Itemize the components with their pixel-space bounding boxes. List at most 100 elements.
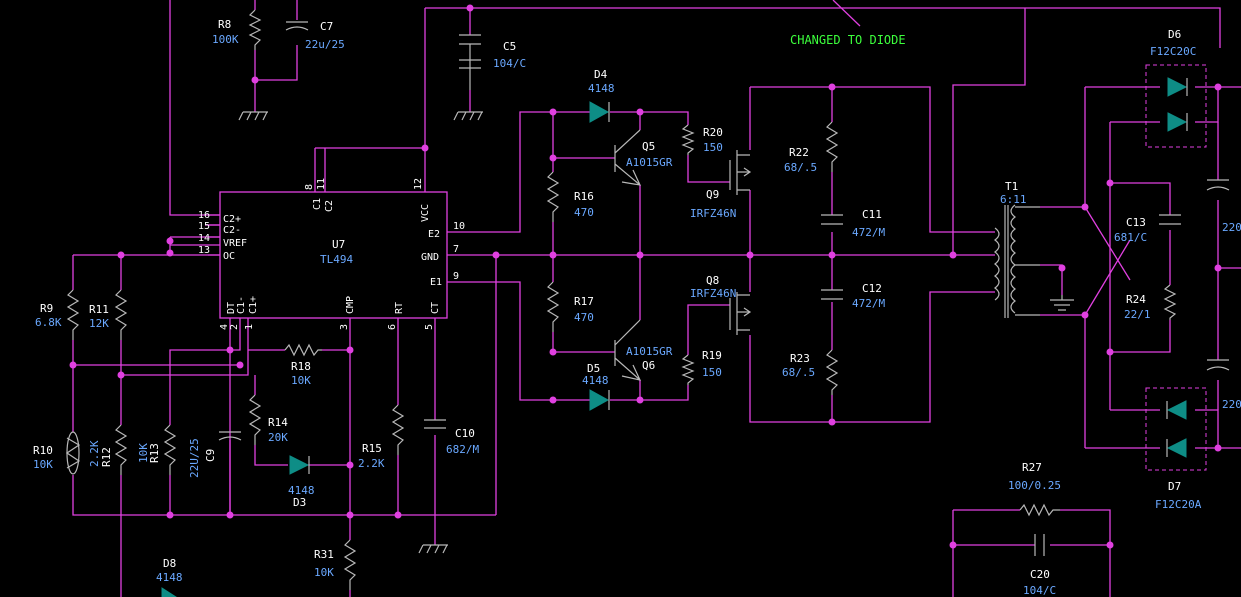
t1-ratio: 6:11 bbox=[1000, 193, 1027, 206]
q8-value: IRFZ46N bbox=[690, 287, 736, 300]
c9-value: 22U/25 bbox=[188, 438, 201, 478]
pin-11-number: 11 bbox=[316, 178, 327, 190]
c13-value: 681/C bbox=[1114, 231, 1147, 244]
pin-dt-label: DT bbox=[226, 302, 237, 314]
d3-ref: D3 bbox=[293, 496, 306, 509]
r13-value: 10K bbox=[137, 443, 150, 463]
r31-value: 10K bbox=[314, 566, 334, 579]
pin-3-number: 3 bbox=[339, 324, 350, 330]
pin-2-number: 2 bbox=[229, 324, 240, 330]
r24-ref: R24 bbox=[1126, 293, 1146, 306]
r18-ref: R18 bbox=[291, 360, 311, 373]
q8-ref: Q8 bbox=[706, 274, 719, 287]
c7-value: 22u/25 bbox=[305, 38, 345, 51]
c10-value: 682/M bbox=[446, 443, 479, 456]
pin-cmp-label: CMP bbox=[345, 296, 356, 314]
r19-ref: R19 bbox=[702, 349, 722, 362]
ground-symbols bbox=[238, 111, 1074, 554]
ic-part: TL494 bbox=[320, 253, 353, 266]
cap-right-2-value: 220 bbox=[1222, 398, 1241, 411]
transformer-t1 bbox=[994, 204, 1040, 318]
pin-e2-label: E2 bbox=[428, 229, 440, 240]
c13-ref: C13 bbox=[1126, 216, 1146, 229]
pin-rt-label: RT bbox=[394, 302, 405, 314]
c12-value: 472/M bbox=[852, 297, 885, 310]
pin-c1p-label: C1+ bbox=[248, 296, 259, 314]
pin-6-number: 6 bbox=[387, 324, 398, 330]
ic-ref: U7 bbox=[332, 238, 345, 251]
c5-value: 104/C bbox=[493, 57, 526, 70]
c12-ref: C12 bbox=[862, 282, 882, 295]
r12-ref: R12 bbox=[100, 447, 113, 467]
c5-ref: C5 bbox=[503, 40, 516, 53]
r11-value: 12K bbox=[89, 317, 109, 330]
c7-ref: C7 bbox=[320, 20, 333, 33]
q6-value: A1015GR bbox=[626, 345, 673, 358]
q6-ref: Q6 bbox=[642, 359, 655, 372]
d3-value: 4148 bbox=[288, 484, 315, 497]
q9-value: IRFZ46N bbox=[690, 207, 736, 220]
junctions bbox=[69, 4, 1222, 549]
r8-value: 100K bbox=[212, 33, 239, 46]
pin-8-number: 8 bbox=[304, 184, 315, 190]
r24-value: 22/1 bbox=[1124, 308, 1151, 321]
pin-5-number: 5 bbox=[424, 324, 435, 330]
c11-ref: C11 bbox=[862, 208, 882, 221]
pin-c1m-label: C1- bbox=[236, 296, 247, 314]
r11-ref: R11 bbox=[89, 303, 109, 316]
r10-value: 10K bbox=[33, 458, 53, 471]
annotation-text: CHANGED TO DIODE bbox=[790, 33, 906, 47]
pin-c2p-label: C2+ bbox=[223, 214, 241, 225]
d4-value: 4148 bbox=[588, 82, 615, 95]
capacitors bbox=[218, 21, 1230, 556]
d8-value: 4148 bbox=[156, 571, 183, 584]
c10-ref: C10 bbox=[455, 427, 475, 440]
q5-value: A1015GR bbox=[626, 156, 673, 169]
pin-c2-label: C2 bbox=[324, 200, 335, 212]
r8-ref: R8 bbox=[218, 18, 231, 31]
pin-c1-label: C1 bbox=[312, 198, 323, 210]
r17-value: 470 bbox=[574, 311, 594, 324]
pin-1-number: 1 bbox=[244, 324, 255, 330]
diodes bbox=[161, 64, 1207, 597]
component-labels: R8 100K C7 22u/25 C5 104/C D4 4148 Q5 A1… bbox=[33, 18, 1241, 597]
q5-ref: Q5 bbox=[642, 140, 655, 153]
r14-value: 20K bbox=[268, 431, 288, 444]
pin-16-number: 16 bbox=[198, 210, 210, 221]
d4-ref: D4 bbox=[594, 68, 608, 81]
c20-ref: C20 bbox=[1030, 568, 1050, 581]
d5-ref: D5 bbox=[587, 362, 600, 375]
c9-ref: C9 bbox=[204, 449, 217, 462]
pin-12-number: 12 bbox=[413, 178, 424, 190]
r14-ref: R14 bbox=[268, 416, 288, 429]
r15-value: 2.2K bbox=[358, 457, 385, 470]
c11-value: 472/M bbox=[852, 226, 885, 239]
d8-ref: D8 bbox=[163, 557, 176, 570]
pin-4-number: 4 bbox=[219, 324, 230, 330]
d5-value: 4148 bbox=[582, 374, 609, 387]
pin-ct-label: CT bbox=[430, 302, 441, 314]
pin-oc-label: OC bbox=[223, 251, 235, 262]
pin-vref-label: VREF bbox=[223, 238, 247, 249]
pin-10-number: 10 bbox=[453, 221, 465, 232]
r19-value: 150 bbox=[702, 366, 722, 379]
r13-ref: R13 bbox=[148, 443, 161, 463]
d6-ref: D6 bbox=[1168, 28, 1181, 41]
ic-u7[interactable]: 16 C2+ 15 C2- 14 VREF 13 OC 8 C1 11 C2 1… bbox=[198, 178, 465, 330]
q9-ref: Q9 bbox=[706, 188, 719, 201]
pin-e1-label: E1 bbox=[430, 277, 442, 288]
r9-ref: R9 bbox=[40, 302, 53, 315]
t1-ref: T1 bbox=[1005, 180, 1018, 193]
r20-value: 150 bbox=[703, 141, 723, 154]
pin-7-number: 7 bbox=[453, 244, 459, 255]
r15-ref: R15 bbox=[362, 442, 382, 455]
cap-right-1-value: 220 bbox=[1222, 221, 1241, 234]
r22-value: 68/.5 bbox=[784, 161, 817, 174]
r17-ref: R17 bbox=[574, 295, 594, 308]
pin-c2m-label: C2- bbox=[223, 225, 241, 236]
r22-ref: R22 bbox=[789, 146, 809, 159]
r18-value: 10K bbox=[291, 374, 311, 387]
pin-gnd-label: GND bbox=[421, 252, 439, 263]
